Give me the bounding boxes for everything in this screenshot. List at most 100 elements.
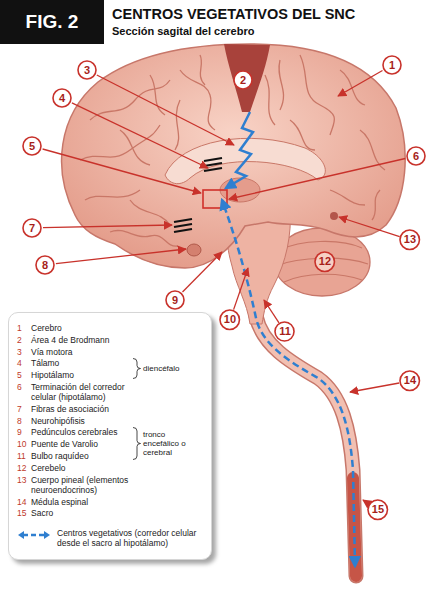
- key-number: 14: [17, 497, 31, 507]
- key-number: 13: [17, 475, 31, 485]
- spinal-cord: [256, 316, 356, 576]
- brodmann-area-4: [224, 44, 270, 112]
- leader-line: [97, 75, 234, 145]
- leader-line: [339, 217, 400, 237]
- key-number: 5: [17, 370, 31, 380]
- vegetative-corridor: [222, 200, 355, 566]
- key-number: 11: [17, 451, 31, 461]
- callout-circle: 9: [165, 290, 185, 310]
- callout-circle: 12: [314, 251, 335, 272]
- cerebrum: [62, 44, 406, 268]
- callout-circle: 5: [22, 136, 42, 156]
- group-label: tronco encefálico o cerebral: [143, 430, 203, 458]
- legend-text: Centros vegetativos (corredor celular de…: [57, 528, 197, 549]
- brain-gyri: [180, 70, 215, 130]
- association-fiber-marks: [174, 229, 192, 232]
- pineal-body: [330, 212, 338, 220]
- hypothalamus-frame: [203, 190, 227, 208]
- callout-number: 1: [389, 60, 395, 71]
- callout-circle: 6: [406, 146, 426, 166]
- callout-circle: 14: [399, 370, 420, 391]
- cerebellum: [280, 241, 362, 250]
- callout-circle-outline: [53, 89, 71, 107]
- leader-line: [363, 500, 369, 504]
- callout-number: 4: [59, 93, 65, 104]
- leader-line: [229, 159, 405, 200]
- figure-tab: FIG. 2: [0, 0, 104, 44]
- callout-circle: 11: [274, 321, 295, 342]
- key-term: Neurohipófisis: [31, 416, 131, 426]
- callout-circle-outline: [23, 219, 41, 237]
- key-number: 7: [17, 404, 31, 414]
- callout-circle-outline: [315, 252, 334, 271]
- association-fiber-marks: [204, 163, 222, 166]
- figure-title: CENTROS VEGETATIVOS DEL SNC: [112, 6, 355, 22]
- callout-circle: 15: [367, 499, 388, 520]
- callout-circle: 10: [219, 309, 240, 330]
- key-number: 1: [17, 323, 31, 333]
- legend-panel: 1Cerebro2Área 4 de Brodmann3Vía motora4T…: [8, 312, 212, 560]
- callout-number: 14: [404, 375, 416, 386]
- leader-line: [264, 300, 279, 323]
- hypothalamus-frame: [203, 190, 227, 208]
- association-fiber-marks: [174, 219, 192, 222]
- pineal-body: [330, 212, 338, 220]
- leader-line: [350, 383, 399, 392]
- legend-swatch: [44, 531, 50, 539]
- group-label: diencéfalo: [143, 364, 203, 373]
- association-fiber-marks: [204, 158, 222, 161]
- cerebellum: [284, 274, 362, 282]
- brain-gyri: [300, 55, 334, 135]
- key-number: 12: [17, 463, 31, 473]
- callout-circle-outline: [400, 230, 419, 249]
- leader-line: [43, 149, 201, 193]
- leader-line: [72, 103, 208, 168]
- key-number: 15: [17, 508, 31, 518]
- brain-gyri: [330, 190, 365, 205]
- key-term: Cuerpo pineal (elementos neuroendocrinos…: [31, 475, 131, 495]
- callout-circle: 8: [35, 255, 55, 275]
- key-term: Cerebelo: [31, 463, 131, 473]
- callout-circle-outline: [23, 137, 41, 155]
- brain-gyri: [85, 190, 140, 200]
- callout-number: 13: [404, 234, 416, 245]
- brace: [133, 428, 141, 460]
- key-term: Fibras de asociación: [31, 404, 131, 414]
- callout-number: 8: [42, 260, 48, 271]
- cerebrum: [62, 44, 406, 268]
- brace: [133, 427, 141, 460]
- key-term: Médula espinal: [31, 497, 131, 507]
- key-number: 3: [17, 347, 31, 357]
- spinal-cord: [256, 316, 356, 576]
- key-term: Vía motora: [31, 347, 131, 357]
- key-term: Bulbo raquídeo: [31, 451, 131, 461]
- callout-circle-outline: [78, 61, 96, 79]
- callout-circle-outline: [368, 500, 387, 519]
- leader-line: [43, 225, 172, 228]
- brain-gyri: [279, 60, 284, 110]
- leader-line: [183, 252, 223, 292]
- key-term: Hipotálamo: [31, 370, 131, 380]
- key-term: Pedúnculos cerebrales: [31, 427, 131, 437]
- callout-number: 5: [29, 141, 35, 152]
- legend-swatch: [18, 531, 24, 539]
- key-number: 8: [17, 416, 31, 426]
- legend-swatch: [17, 528, 51, 542]
- vegetative-corridor: [222, 200, 355, 566]
- callout-number: 9: [172, 295, 178, 306]
- leader-line: [56, 249, 186, 264]
- key-term: Área 4 de Brodmann: [31, 335, 131, 345]
- callout-circle-outline: [234, 71, 252, 89]
- brain-gyri: [265, 75, 275, 125]
- callout-circle-outline: [400, 371, 419, 390]
- key-term: Cerebro: [31, 323, 131, 333]
- key-term: Tálamo: [31, 358, 131, 368]
- leader-line: [234, 268, 248, 310]
- brace: [133, 358, 141, 379]
- key-number: 4: [17, 358, 31, 368]
- callout-number: 12: [319, 256, 331, 267]
- callout-circle-outline: [220, 310, 239, 329]
- motor-pathway: [226, 112, 253, 188]
- brodmann-area-4: [224, 44, 270, 112]
- association-fiber-marks: [174, 224, 192, 227]
